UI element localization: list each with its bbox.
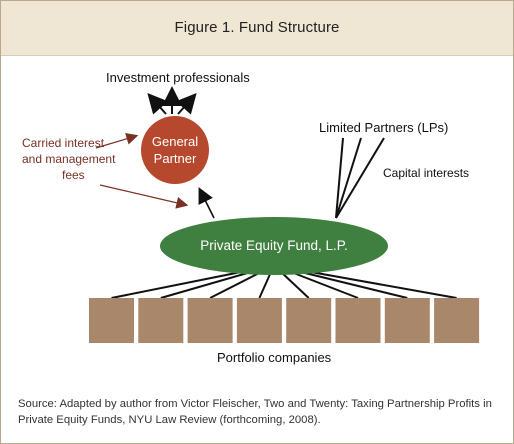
general-partner-label-line2: Partner (153, 151, 197, 166)
carried-interest-arrow-lower (99, 184, 189, 209)
figure-header: Figure 1. Fund Structure (1, 1, 513, 56)
source-line1: Source: Adapted by author from Victor Fl… (18, 398, 492, 410)
general-partner-label: General Partner (141, 133, 209, 167)
portfolio-companies-label: Portfolio companies (217, 350, 332, 365)
fund-to-portfolio-line (288, 267, 457, 299)
general-partner-node (141, 116, 209, 184)
source-line2: Private Equity Funds, NYU Law Review (fo… (18, 414, 321, 426)
carried-interest-line2: and management (22, 152, 116, 166)
fund-to-gp-arrow (198, 187, 215, 219)
portfolio-company-box (434, 298, 480, 343)
portfolio-company-box (236, 298, 282, 343)
carried-interest-line3: fees (62, 168, 85, 182)
lp-line-3 (335, 137, 385, 219)
carried-interest-line1: Carried interest (22, 136, 105, 150)
general-partner-label-line1: General (151, 134, 199, 149)
lp-lines (335, 137, 385, 219)
lp-line-1 (335, 137, 344, 219)
portfolio-company-box (187, 298, 233, 343)
source-note: Source: Adapted by author from Victor Fl… (18, 396, 498, 428)
arrow-professionals-left (147, 93, 169, 115)
portfolio-company-box (384, 298, 430, 343)
fund-label: Private Equity Fund, L.P. (200, 238, 348, 253)
portfolio-company-box (138, 298, 184, 343)
gp-to-professionals-arrows (147, 86, 197, 115)
investment-professionals-label: Investment professionals (106, 70, 250, 85)
fund-node (160, 217, 388, 275)
arrow-professionals-right (175, 93, 197, 115)
capital-interests-label: Capital interests (383, 166, 470, 180)
carried-interest-arrow-upper (95, 133, 139, 149)
lp-line-2 (335, 137, 362, 219)
carried-interest-label: Carried interest and management fees (22, 135, 115, 183)
figure-title: Figure 1. Fund Structure (174, 19, 340, 36)
limited-partners-label: Limited Partners (LPs) (319, 120, 449, 135)
portfolio-company-box (89, 298, 134, 343)
portfolio-company-box (286, 298, 332, 343)
portfolio-company-box (335, 298, 381, 343)
portfolio-companies-row (89, 298, 480, 343)
